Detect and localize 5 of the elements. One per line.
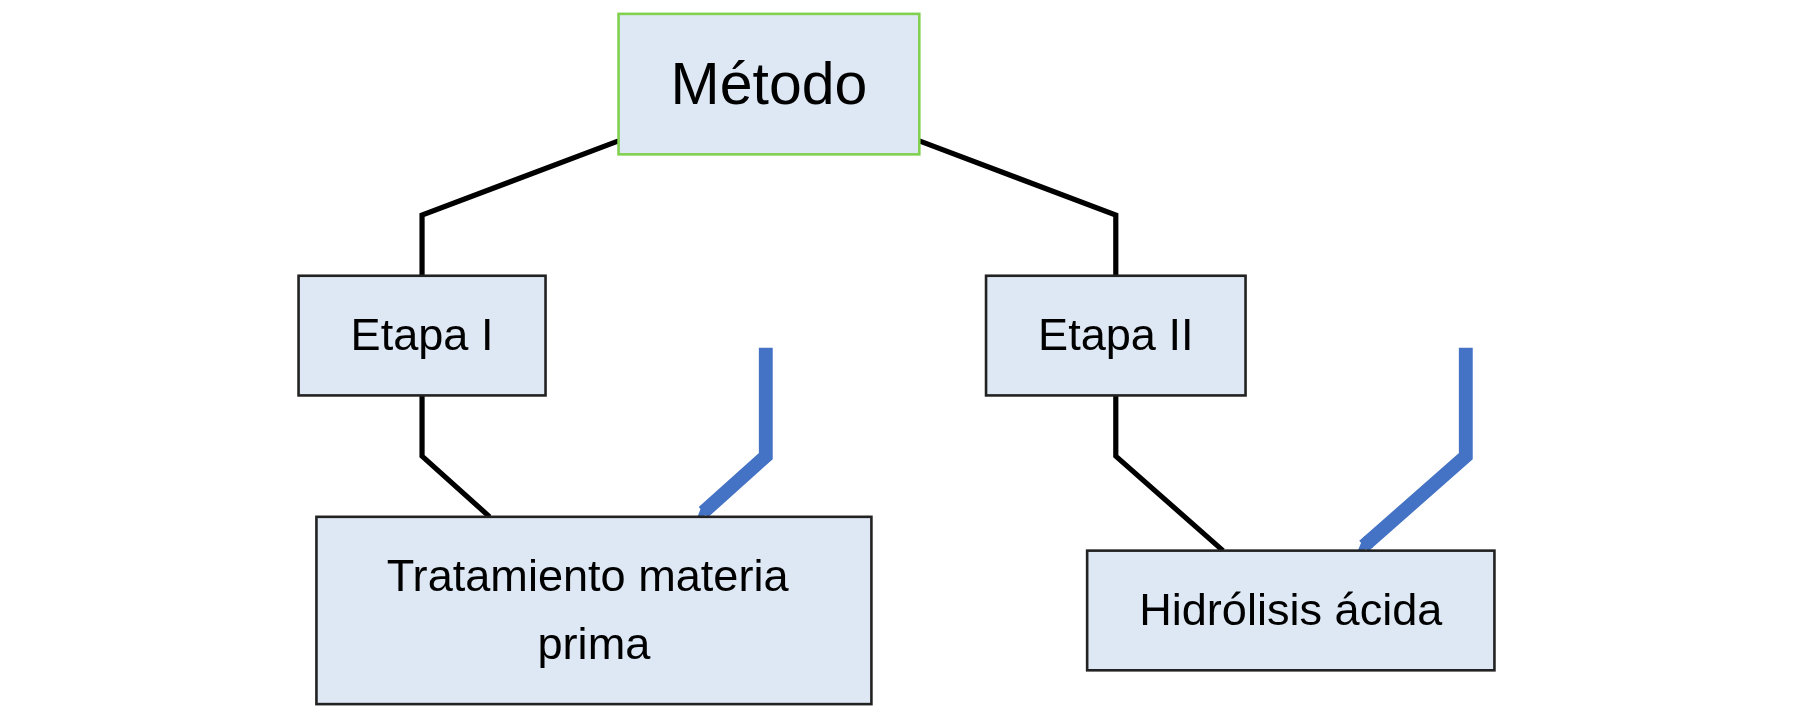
node-box: Método bbox=[617, 12, 921, 156]
node-box: Tratamiento materia prima bbox=[315, 515, 873, 706]
node-box: Etapa II bbox=[984, 274, 1247, 397]
node-box: Hidrólisis ácida bbox=[1085, 549, 1496, 672]
node-box: Etapa I bbox=[297, 274, 547, 397]
